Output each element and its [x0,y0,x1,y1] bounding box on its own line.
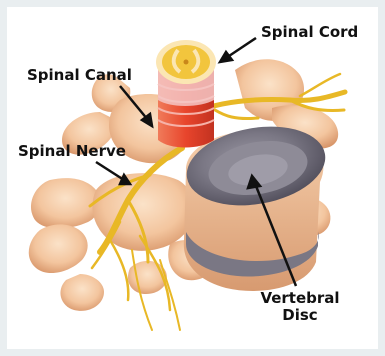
label-vertebral-disc: Vertebral Disc [258,290,342,323]
label-spinal-nerve: Spinal Nerve [18,143,126,160]
label-vertebral-disc-line1: Vertebral [258,290,342,307]
arrow-spinal-nerve [96,162,124,180]
spinal-cord [156,40,216,148]
label-spinal-cord: Spinal Cord [261,24,358,41]
label-spinal-canal: Spinal Canal [27,67,132,84]
arrow-spinal-cord [226,38,256,58]
label-vertebral-disc-line2: Disc [258,307,342,324]
arrow-spinal-cord-head [220,52,232,62]
